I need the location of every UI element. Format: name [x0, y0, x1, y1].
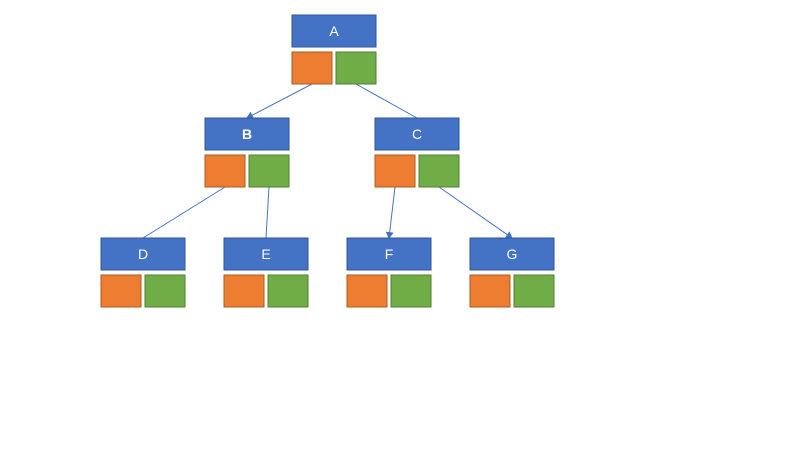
- nodes-layer: A B C D E F G: [100, 14, 555, 308]
- left-child-pointer-box: [100, 274, 142, 308]
- left-child-pointer-box: [374, 154, 416, 188]
- left-child-pointer-box: [291, 51, 333, 85]
- node-label: G: [507, 246, 518, 262]
- node-label: E: [261, 246, 270, 262]
- right-child-pointer-box: [418, 154, 460, 188]
- node-label: C: [412, 126, 422, 142]
- left-child-pointer-box: [346, 274, 388, 308]
- right-child-pointer-box: [248, 154, 290, 188]
- left-child-pointer-box: [204, 154, 246, 188]
- node-title-box: [291, 14, 377, 48]
- edges-layer: [142, 83, 513, 239]
- tree-node-a: A: [291, 14, 377, 85]
- edge-c-f: [385, 186, 396, 239]
- tree-node-b: B: [204, 117, 290, 188]
- right-child-pointer-box: [267, 274, 309, 308]
- node-label: A: [329, 23, 339, 39]
- tree-node-e: E: [223, 237, 309, 308]
- right-child-pointer-box: [335, 51, 377, 85]
- node-title-box: [100, 237, 186, 271]
- edge-a-b: [246, 83, 313, 119]
- node-label: B: [242, 126, 252, 142]
- tree-node-f: F: [346, 237, 432, 308]
- node-label: D: [138, 246, 148, 262]
- tree-node-c: C: [374, 117, 460, 188]
- edge-b-e: [265, 186, 270, 239]
- edge-c-g: [438, 186, 513, 239]
- node-title-box: [204, 117, 290, 151]
- right-child-pointer-box: [513, 274, 555, 308]
- node-title-box: [223, 237, 309, 271]
- node-title-box: [346, 237, 432, 271]
- right-child-pointer-box: [390, 274, 432, 308]
- edge-a-c: [355, 83, 418, 119]
- node-title-box: [469, 237, 555, 271]
- node-label: F: [385, 246, 394, 262]
- left-child-pointer-box: [223, 274, 265, 308]
- right-child-pointer-box: [144, 274, 186, 308]
- left-child-pointer-box: [469, 274, 511, 308]
- node-title-box: [374, 117, 460, 151]
- tree-node-g: G: [469, 237, 555, 308]
- tree-node-d: D: [100, 237, 186, 308]
- edge-b-d: [142, 186, 226, 239]
